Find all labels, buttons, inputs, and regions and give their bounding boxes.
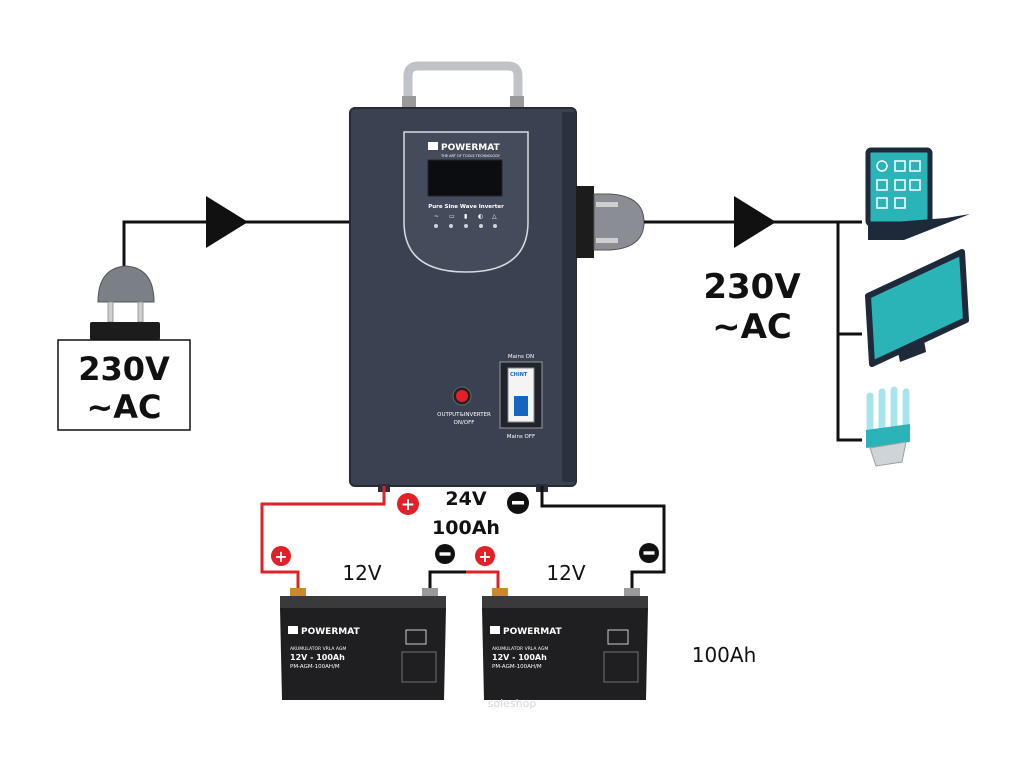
battery-symbol-icon <box>405 629 427 645</box>
battery2-brand: POWERMAT <box>503 627 562 637</box>
plus-terminal-icon: + <box>475 546 495 566</box>
plus-terminal-icon: + <box>397 493 419 515</box>
battery-logo-icon <box>490 626 500 634</box>
laptop-icon <box>865 147 970 240</box>
output-type-label: ~AC <box>712 307 792 347</box>
inverter-model-label: Pure Sine Wave Inverter <box>428 204 504 210</box>
output-socket-icon <box>576 186 645 258</box>
battery-status-icon: ▭ <box>449 213 455 220</box>
battery2-spec: 12V - 100Ah <box>492 653 547 662</box>
battery-capacity-label: 100Ah <box>692 643 757 667</box>
charge-status-icon: ▮ <box>464 213 467 220</box>
battery1-voltage-label: 12V <box>342 561 381 585</box>
output-flow-arrow <box>734 196 776 248</box>
led-2 <box>449 224 453 228</box>
battery2-voltage-label: 12V <box>546 561 585 585</box>
brand-logo-icon <box>428 142 438 150</box>
battery-logo-icon <box>288 626 298 634</box>
input-flow-arrow <box>206 196 248 248</box>
minus-terminal-icon <box>507 492 529 514</box>
inverter-unit: POWERMAT THE ART OF TOOLS TECHNOLOGY Pur… <box>349 61 577 492</box>
battery1-type: AKUMULATOR VRLA AGM <box>290 646 346 652</box>
input-voltage-box: 230V ~AC <box>57 339 191 431</box>
ac-status-icon: ~ <box>434 213 439 220</box>
led-5 <box>493 224 497 228</box>
led-4 <box>479 224 483 228</box>
battery1-spec: 12V - 100Ah <box>290 653 345 662</box>
breaker-brand: CHINT <box>510 372 528 378</box>
battery2-model: PM-AGM-100AH/M <box>492 664 542 670</box>
input-voltage-label: 230V <box>78 350 170 388</box>
battery2-type: AKUMULATOR VRLA AGM <box>492 646 548 652</box>
inverter-display-screen <box>427 159 503 197</box>
fault-status-icon: △ <box>492 213 497 220</box>
svg-text:+: + <box>401 495 415 515</box>
battery-symbol-icon <box>607 629 629 645</box>
battery1-brand: POWERMAT <box>301 627 360 637</box>
battery-wiring <box>260 486 666 592</box>
mains-off-label: Mains OFF <box>507 434 535 440</box>
recycle-info-icon <box>401 651 437 683</box>
inverter-status-icon: ◐ <box>478 213 483 220</box>
bank-voltage-label: 24V <box>445 488 486 510</box>
breaker-lever[interactable] <box>514 396 528 416</box>
inverter-control-panel <box>403 131 529 273</box>
status-icons: ~ ▭ ▮ ◐ △ <box>434 213 497 228</box>
svg-text:+: + <box>478 547 491 566</box>
output-voltage-label: 230V <box>703 267 801 307</box>
input-wire <box>122 196 352 268</box>
inverter-handle <box>403 61 523 114</box>
inverter-brand: POWERMAT <box>441 143 500 153</box>
monitor-icon <box>865 249 969 367</box>
recycle-info-icon <box>603 651 639 683</box>
plus-terminal-icon: + <box>271 546 291 566</box>
ac-plug-icon <box>90 265 160 340</box>
switch-label-line1: OUTPUT&INVERTER <box>437 412 491 418</box>
battery1-model: PM-AGM-100AH/M <box>290 664 340 670</box>
output-inverter-switch[interactable] <box>456 390 468 402</box>
battery-2: POWERMAT AKUMULATOR VRLA AGM 12V - 100Ah… <box>482 588 648 700</box>
minus-terminal-icon <box>639 543 659 563</box>
cfl-bulb-icon <box>866 386 910 467</box>
battery-1: POWERMAT AKUMULATOR VRLA AGM 12V - 100Ah… <box>280 588 446 700</box>
minus-terminal-icon <box>435 544 455 564</box>
switch-label-line2: ON/OFF <box>454 420 475 426</box>
watermark: soleshop <box>488 697 537 710</box>
svg-text:+: + <box>274 547 287 566</box>
input-type-label: ~AC <box>86 388 161 426</box>
mains-on-label: Mains ON <box>508 354 534 360</box>
output-wire <box>644 196 862 442</box>
inverter-tagline: THE ART OF TOOLS TECHNOLOGY <box>440 154 501 158</box>
led-1 <box>434 224 438 228</box>
bank-capacity-label: 100Ah <box>432 517 500 539</box>
led-3 <box>464 224 468 228</box>
